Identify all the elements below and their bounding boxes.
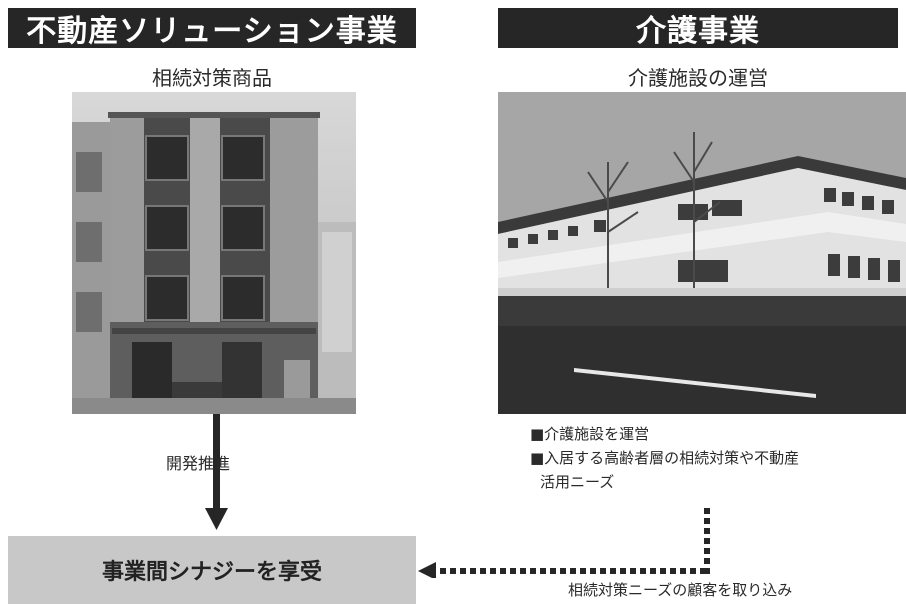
synergy-text: 事業間シナジーを享受 [101,560,322,585]
bullet-elderly-needs: ■入居する高齢者層の相続対策や不動産 [530,449,800,467]
development-promotion-text: 開発推進 [166,454,231,473]
apartment-building-photo [72,92,356,414]
real-estate-solution-title: 不動産ソリューション事業 [26,14,398,49]
care-facility-icon [498,92,906,414]
development-promotion-label: 開発推進 [166,452,286,476]
care-bullets: ■介護施設を運営 ■入居する高齢者層の相続対策や不動産 活用ニーズ [530,422,900,494]
apartment-building-icon [72,92,356,414]
bullet-elderly-needs-cont: 活用ニーズ [540,473,615,491]
dotted-arrow-icon [418,508,710,580]
care-facility-subtitle: 介護施設の運営 [498,62,898,91]
bullet-operate-facility: ■介護施設を運営 [530,425,650,443]
synergy-box: 事業間シナジーを享受 [8,536,416,604]
care-business-header: 介護事業 [498,8,898,49]
inheritance-product-subtitle: 相続対策商品 [8,62,416,91]
down-arrow-icon [205,414,228,530]
care-facility-label: 介護施設の運営 [628,66,768,90]
customer-acquisition-label: 相続対策ニーズの顧客を取り込み [568,580,888,600]
care-facility-photo [498,92,906,414]
inheritance-product-label: 相続対策商品 [152,66,272,90]
customer-acquisition-text: 相続対策ニーズの顧客を取り込み [568,581,793,599]
care-business-title: 介護事業 [636,14,760,49]
real-estate-solution-header: 不動産ソリューション事業 [8,8,416,49]
customer-acquisition-arrow [418,508,718,580]
development-arrow [205,414,229,530]
